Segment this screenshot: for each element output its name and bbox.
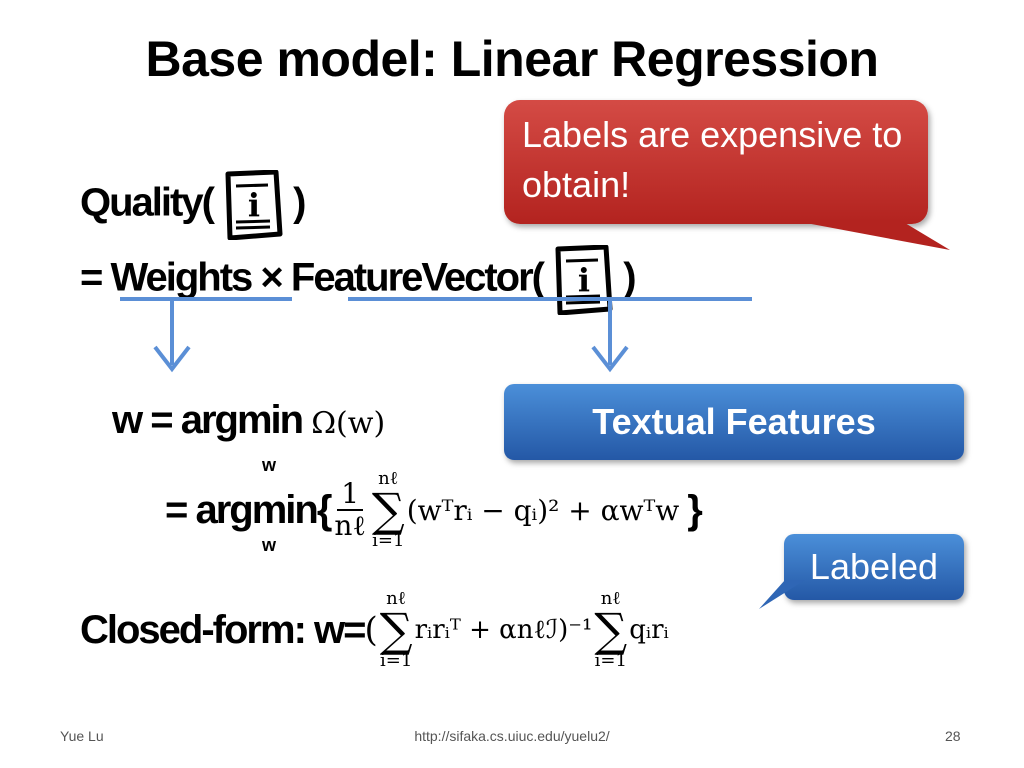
textual-features-label: Textual Features	[592, 401, 876, 442]
weights-feature-label: = Weights × FeatureVector(	[80, 255, 545, 300]
closed-form-label: Closed-form: w=	[80, 607, 366, 652]
closed-form-expression-1: rᵢrᵢᵀ + αnℓℐ)⁻¹	[414, 615, 593, 645]
omega-expression: Ω(w)	[311, 406, 386, 441]
labeled-pointer	[759, 580, 805, 609]
argmin-subscript-2: w	[262, 535, 277, 555]
expensive-labels-callout: Labels are expensive to obtain!	[504, 100, 928, 224]
fraction-denominator: nℓ	[334, 509, 366, 542]
argmin-close-brace: }	[687, 487, 703, 532]
down-arrow-icon	[591, 299, 629, 373]
page-number: 28	[945, 728, 961, 744]
labeled-text: Labeled	[809, 546, 939, 587]
quality-line: Quality( i )	[80, 170, 307, 240]
fraction-numerator: 1	[337, 479, 364, 511]
sum-lower: i=1	[380, 650, 413, 671]
argmin-line-2: = argmin{ 1 nℓ nℓ ∑ i=1 (wᵀrᵢ − qᵢ)² + α…	[165, 468, 703, 551]
callout-text: Labels are expensive to obtain!	[522, 114, 903, 205]
summation: nℓ ∑ i=1	[594, 588, 628, 671]
argmin-label: w = argmin	[112, 398, 304, 442]
slide-title: Base model: Linear Regression	[145, 31, 879, 87]
loss-expression: (wᵀrᵢ − qᵢ)² + αwᵀw	[406, 493, 680, 527]
weights-line: = Weights × FeatureVector( i )	[80, 245, 637, 315]
labeled-callout: Labeled	[784, 534, 964, 600]
sum-upper: nℓ	[600, 588, 621, 609]
quality-label: Quality(	[80, 180, 215, 225]
fraction: 1 nℓ	[334, 479, 365, 541]
summation: nℓ ∑ i=1	[379, 588, 413, 671]
document-icon: i	[555, 245, 613, 315]
argmin-label-2: = argmin{	[165, 487, 332, 532]
summation: nℓ ∑ i=1	[371, 468, 405, 551]
argmin-line-1: w = argmin Ω(w)	[112, 398, 385, 443]
textual-features-box: Textual Features	[504, 384, 964, 460]
footer-author: Yue Lu	[60, 728, 104, 744]
footer-url: http://sifaka.cs.uiuc.edu/yuelu2/	[414, 728, 610, 744]
sum-upper: nℓ	[378, 468, 399, 489]
quality-close: )	[293, 180, 306, 225]
callout-pointer	[790, 220, 950, 250]
feature-close: )	[623, 255, 636, 300]
sum-upper: nℓ	[386, 588, 407, 609]
closed-form-line: Closed-form: w= ( nℓ ∑ i=1 rᵢrᵢᵀ + αnℓℐ)…	[80, 590, 669, 670]
sum-lower: i=1	[594, 650, 627, 671]
annotation-arrows	[120, 297, 752, 373]
sum-lower: i=1	[372, 530, 405, 551]
down-arrow-icon	[153, 299, 191, 373]
closed-form-expression-2: qᵢrᵢ	[629, 615, 669, 645]
argmin-subscript: w	[262, 455, 277, 475]
document-icon: i	[225, 170, 283, 240]
open-paren: (	[364, 610, 378, 650]
